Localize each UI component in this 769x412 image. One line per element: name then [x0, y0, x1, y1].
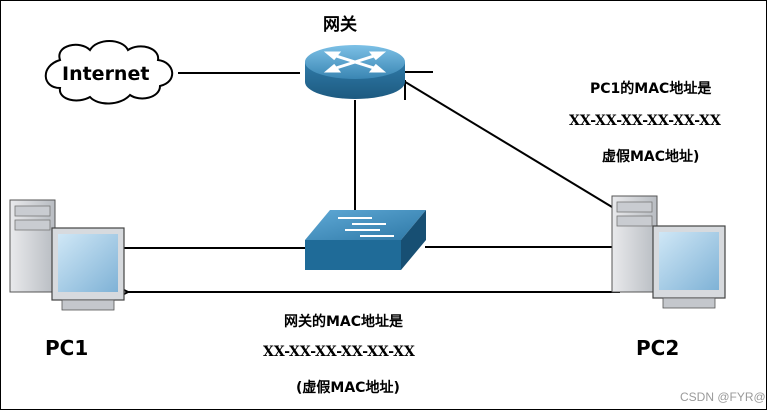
- upper-note-line3: 虚假MAC地址): [602, 149, 700, 165]
- connection-lines: [120, 72, 620, 292]
- lower-note-line2: XX-XX-XX-XX-XX-XX: [263, 344, 415, 360]
- internet-label: Internet: [62, 63, 150, 85]
- switch-icon: [305, 210, 426, 270]
- router-icon: [305, 45, 405, 99]
- internet-cloud: [44, 40, 174, 105]
- pc1-computer-icon: [9, 199, 125, 311]
- pc2-label: PC2: [636, 336, 680, 360]
- pc1-label: PC1: [45, 336, 89, 360]
- pc2-computer-icon: [611, 195, 726, 309]
- lower-note-line3: (虚假MAC地址): [296, 380, 400, 396]
- gateway-label: 网关: [323, 15, 357, 35]
- link-pc2-gateway-arrow: [402, 80, 613, 208]
- upper-note-line2: XX-XX-XX-XX-XX-XX: [569, 113, 721, 129]
- watermark: CSDN @FYR@: [680, 390, 766, 404]
- lower-note-line1: 网关的MAC地址是: [284, 314, 404, 330]
- upper-note-line1: PC1的MAC地址是: [590, 81, 712, 97]
